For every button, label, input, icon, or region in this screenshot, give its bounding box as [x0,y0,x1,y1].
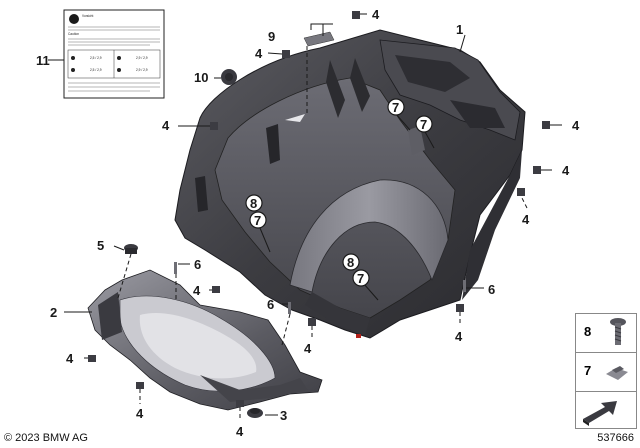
callout-9: 9 [268,29,275,44]
callout-2: 2 [50,305,57,320]
callout-4-lower-left: 4 [66,351,74,366]
label-row-2: 2,9 / 2,9 [136,56,148,60]
svg-text:7: 7 [420,117,427,132]
legend-number-7: 7 [584,363,592,378]
callout-4-top: 4 [372,7,380,22]
callout-10: 10 [194,70,208,85]
copyright-text: © 2023 BMW AG [4,432,88,444]
clip-nut-icon [606,366,628,380]
label-row-4: 2,9 / 2,9 [136,68,148,72]
svg-text:8: 8 [250,196,257,211]
callouts: 11 1 4 4 9 10 4 4 4 4 5 6 4 6 4 6 4 2 4 … [36,7,580,439]
leader-lines [48,13,562,420]
label-paragraph-1: Vorsicht [82,14,93,18]
callout-5: 5 [97,238,104,253]
callout-circle-7-a: 7 [387,98,405,116]
diagram-id: 537666 [597,432,634,444]
label-row-1: 2,5 / 2,9 [90,56,102,60]
svg-text:8: 8 [347,255,354,270]
callout-4-center-bottom: 4 [304,341,312,356]
svg-text:7: 7 [357,271,364,286]
callout-circle-8-b: 8 [342,253,360,271]
screw-icon [610,318,626,345]
bracket-9 [303,31,335,47]
rubber-plug-10 [221,69,237,85]
svg-text:7: 7 [254,213,261,228]
callout-6-left: 6 [194,257,201,272]
callout-4-bottom-left: 4 [136,406,144,421]
callout-4-right-mid: 4 [562,163,570,178]
callout-circle-7-b: 7 [415,115,433,133]
legend-box-7: 7 [575,352,637,392]
callout-4-right-top: 4 [572,118,580,133]
inner-cover [87,269,323,411]
rubber-plug-3 [247,408,263,418]
svg-text:7: 7 [392,100,399,115]
arrow-icon [583,401,617,426]
callout-circle-7-c: 7 [249,211,267,229]
label-row-3: 2,5 / 2,9 [90,68,102,72]
callout-4-bottom: 4 [236,424,244,439]
rubber-plug-5 [124,244,138,254]
clip-parts [88,11,550,407]
callout-circle-8-a: 8 [245,194,263,212]
label-paragraph-2: Caution [68,32,79,36]
storage-compartment [174,29,526,339]
callout-4-upper-left: 4 [255,46,263,61]
callout-4-bottom-right: 4 [455,329,463,344]
callout-1: 1 [456,22,463,37]
legend-box-8: 8 [575,313,637,353]
callout-6-center: 6 [267,297,274,312]
callout-6-right: 6 [488,282,495,297]
callout-3: 3 [280,408,287,423]
callout-11: 11 [36,53,50,68]
callout-circle-7-d: 7 [352,269,370,287]
callout-4-left: 4 [162,118,170,133]
tire-label-card: Vorsicht Caution 2,5 / 2,9 2,9 / 2,9 2,5… [63,9,165,99]
legend-box-arrow [575,391,637,429]
callout-4-right-low: 4 [522,212,530,227]
screw-parts [174,262,466,314]
legend-number-8: 8 [584,324,592,339]
callout-4-center-left: 4 [193,283,201,298]
